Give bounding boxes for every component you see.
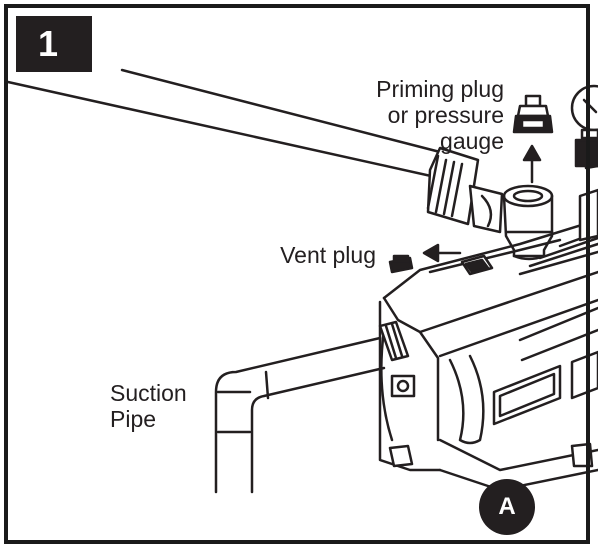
priming-plug-label: Priming plug or pressure gauge	[300, 76, 504, 154]
left-arrow	[422, 243, 462, 263]
vent-plug-label: Vent plug	[280, 242, 376, 268]
suction-label-line2: Pipe	[110, 406, 157, 432]
pipe-union-fitting	[426, 146, 504, 234]
priming-label-line1: Priming plug	[376, 76, 504, 102]
priming-label-line2: or pressure	[387, 102, 504, 128]
discharge-pipe	[6, 68, 442, 180]
vent-plug-part	[388, 254, 414, 274]
suction-label-line1: Suction	[110, 380, 187, 406]
priming-tee	[502, 184, 554, 261]
callout-badge: A	[479, 479, 535, 535]
vent-plug-seat	[460, 254, 494, 276]
priming-plug-part	[512, 94, 554, 134]
suction-pipe-label: Suction Pipe	[110, 380, 187, 432]
up-arrow	[522, 144, 542, 184]
priming-label-line3: gauge	[440, 128, 504, 154]
suction-pipe	[214, 320, 410, 494]
step-number-badge: 1	[16, 16, 92, 72]
diagram-frame	[4, 4, 590, 544]
